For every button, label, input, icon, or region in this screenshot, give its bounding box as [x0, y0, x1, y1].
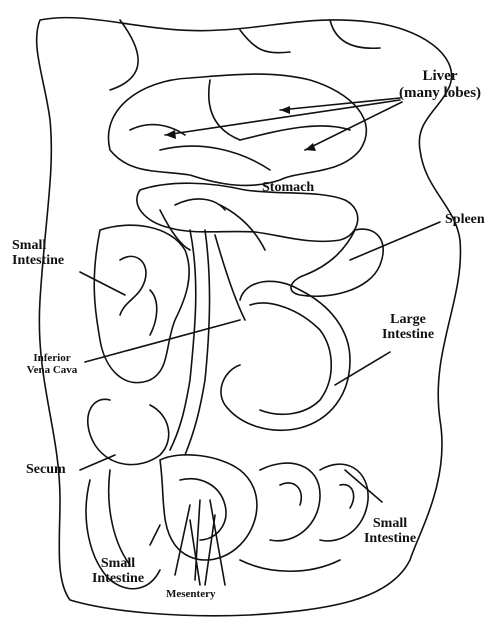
label-small-intestine-top: Small Intestine: [12, 238, 64, 269]
spleen: [291, 229, 383, 296]
label-spleen: Spleen: [445, 212, 485, 227]
label-small-intestine-bottom: Small Intestine: [78, 556, 158, 587]
small-intestine-left-arrow: [80, 272, 125, 295]
small-intestine-lower: [160, 455, 257, 560]
label-inferior-vena-cava: Inferior Vena Cava: [12, 352, 92, 376]
label-stomach: Stomach: [262, 180, 314, 195]
small-intestine-left: [94, 225, 189, 382]
liver-lobes: [108, 74, 366, 185]
label-mesentery: Mesentery: [166, 588, 215, 600]
secum-arrow: [80, 455, 115, 470]
label-secum: Secum: [26, 462, 66, 477]
label-liver: Liver (many lobes): [390, 68, 490, 101]
spleen-arrow: [350, 222, 440, 260]
label-small-intestine-right: Small Intestine: [350, 516, 430, 547]
mesentery-arrow-b: [205, 515, 215, 585]
label-large-intestine: Large Intestine: [368, 312, 448, 343]
small-intestine-bottom-arrow: [150, 525, 160, 545]
small-intestine-right-arrow: [345, 470, 382, 502]
secum: [88, 399, 169, 464]
vena-cava-arrow: [85, 320, 240, 362]
stomach: [137, 183, 358, 241]
large-intestine-arrow: [335, 352, 390, 385]
